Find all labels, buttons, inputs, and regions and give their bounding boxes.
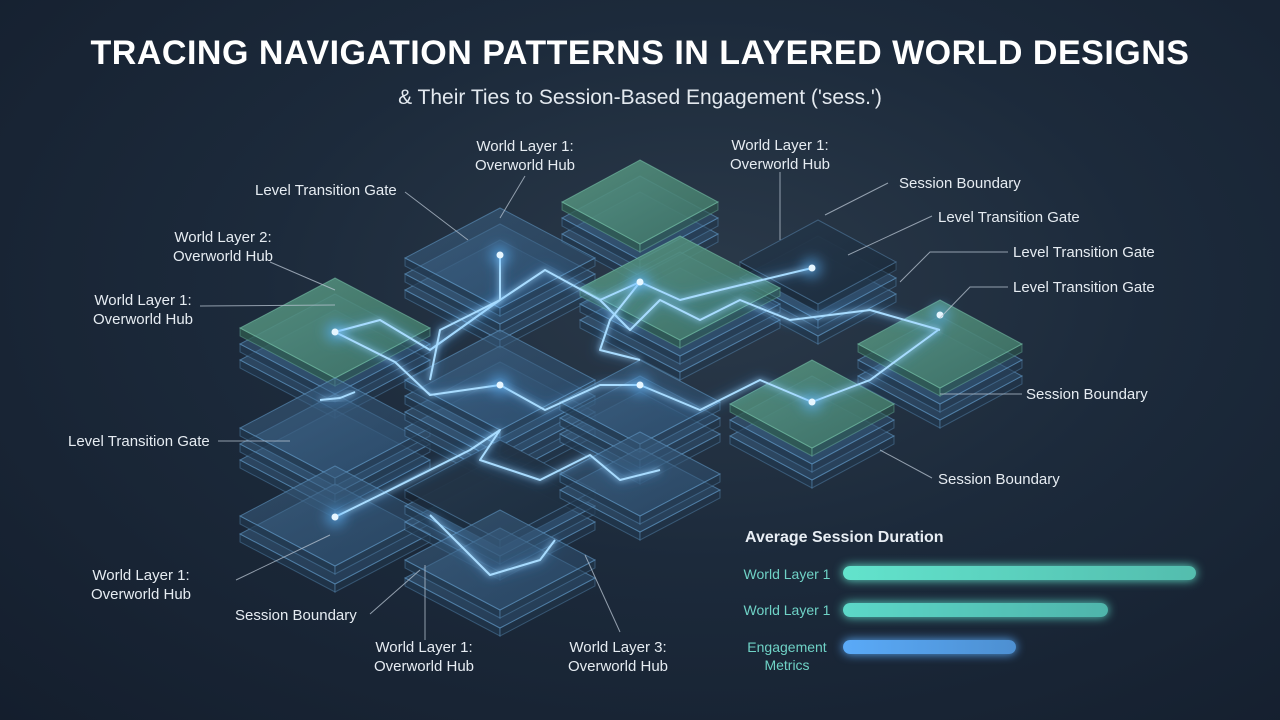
label-layer3-hub-bottom: World Layer 3: Overworld Hub — [523, 638, 713, 676]
world-tile — [238, 377, 432, 487]
leader-line — [939, 286, 1008, 319]
legend-title: Average Session Duration — [745, 529, 944, 546]
label-line: Overworld Hub — [474, 157, 576, 174]
path-node — [331, 328, 339, 336]
leader-line — [584, 554, 621, 633]
navigation-paths — [319, 245, 950, 579]
legend-label-layer1-a: World Layer 1 — [743, 566, 831, 582]
navigation-path — [319, 391, 356, 401]
label-session-right-2: Session Boundary — [938, 471, 1060, 488]
leader-line — [499, 175, 526, 219]
label-line: World Layer 1: — [375, 639, 473, 656]
leader-line — [235, 534, 331, 581]
path-node — [496, 251, 504, 259]
label-session-right-1: Session Boundary — [1026, 386, 1148, 403]
label-line: Overworld Hub — [373, 658, 475, 675]
label-gate-right-3: Level Transition Gate — [1013, 279, 1155, 296]
world-tile — [856, 299, 1024, 397]
label-gate-top-left: Level Transition Gate — [255, 182, 397, 199]
label-line: Overworld Hub — [567, 658, 669, 675]
leader-line — [824, 182, 889, 216]
leader-line — [269, 261, 336, 291]
label-leader-lines — [199, 172, 1022, 640]
label-line: Overworld Hub — [92, 311, 194, 328]
label-session-top-right: Session Boundary — [899, 175, 1021, 192]
legend-bar-fill — [843, 603, 1108, 617]
legend-bar-fill — [843, 566, 1196, 580]
label-layer2-hub: World Layer 2: Overworld Hub — [128, 228, 318, 266]
leader-line — [879, 449, 933, 479]
label-layer1-hub-left: World Layer 1: Overworld Hub — [48, 291, 238, 329]
legend-label-layer1-b: World Layer 1 — [743, 602, 831, 618]
legend-bar-layer1-b — [843, 603, 1196, 617]
leader-line — [404, 191, 469, 241]
label-top-hub-left: World Layer 1: Overworld Hub — [430, 137, 620, 175]
path-node — [636, 278, 644, 286]
navigation-path — [334, 429, 661, 518]
navigation-path — [334, 267, 813, 351]
label-line: World Layer 3: — [569, 639, 667, 656]
label-session-bottom-left: Session Boundary — [235, 607, 357, 624]
page-title: TRACING NAVIGATION PATTERNS IN LAYERED W… — [90, 34, 1190, 72]
legend-bar-engagement — [843, 640, 1196, 654]
path-node — [331, 513, 339, 521]
legend-bar-layer1-a — [843, 566, 1196, 580]
path-node — [808, 398, 816, 406]
label-line: Overworld Hub — [90, 586, 192, 603]
label-line: World Layer 2: — [174, 229, 272, 246]
leader-line — [899, 251, 1008, 283]
label-line: World Layer 1: — [94, 292, 192, 309]
label-line: World Layer 1: — [92, 567, 190, 584]
label-layer1-hub-bottom-left: World Layer 1: Overworld Hub — [46, 566, 236, 604]
navigation-path — [429, 514, 556, 576]
label-layer1-hub-bottom: World Layer 1: Overworld Hub — [329, 638, 519, 676]
navigation-path — [599, 281, 641, 361]
label-line: World Layer 1: — [476, 138, 574, 155]
label-line: World Layer 1: — [731, 137, 829, 154]
page-subtitle: & Their Ties to Session-Based Engagement… — [398, 86, 882, 109]
legend-bar-fill — [843, 640, 1016, 654]
leader-line — [199, 304, 336, 307]
label-top-hub-right: World Layer 1: Overworld Hub — [685, 136, 875, 174]
world-layer-tiles — [238, 159, 1024, 637]
label-line: Overworld Hub — [172, 248, 274, 265]
leader-line — [847, 215, 933, 256]
label-gate-right-1: Level Transition Gate — [938, 209, 1080, 226]
path-node — [636, 381, 644, 389]
navigation-path — [599, 299, 941, 331]
legend-label-engagement: Engagement Metrics — [747, 639, 827, 673]
navigation-path — [429, 255, 501, 381]
path-node — [808, 264, 816, 272]
world-tile — [560, 159, 720, 253]
label-gate-mid-left: Level Transition Gate — [68, 433, 210, 450]
path-node — [496, 381, 504, 389]
label-gate-right-2: Level Transition Gate — [1013, 244, 1155, 261]
leader-line — [369, 569, 421, 615]
label-line: Overworld Hub — [729, 156, 831, 173]
